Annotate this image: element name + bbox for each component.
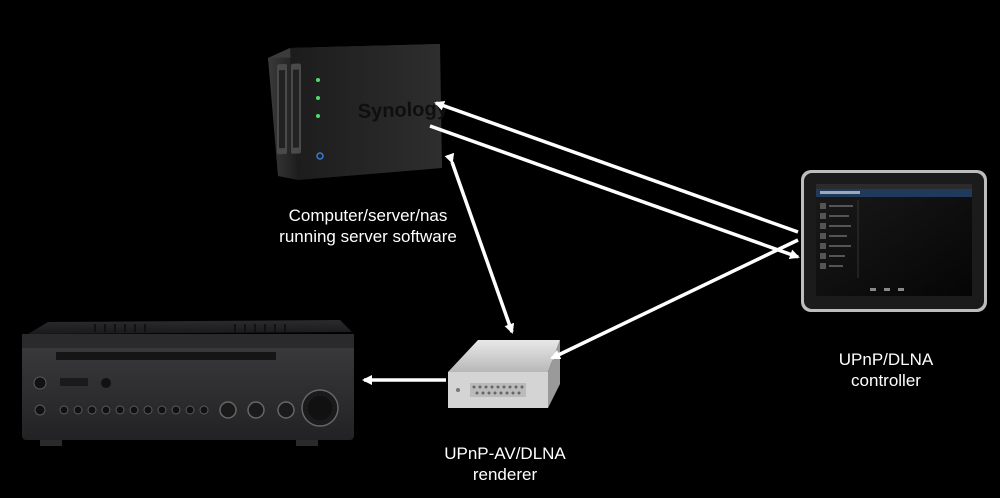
arrow-controller-to-nas (434, 100, 799, 234)
nas-brand-logo: Synology (357, 98, 449, 123)
connection-arrows (362, 100, 800, 385)
server-label-line2: running server software (279, 227, 457, 246)
arrow-nas-renderer (444, 152, 515, 334)
server-label: Computer/server/nas running server softw… (248, 205, 488, 247)
renderer-label: UPnP-AV/DLNA renderer (405, 443, 605, 485)
tablet-controller-icon (801, 170, 987, 312)
controller-label-line2: controller (851, 371, 921, 390)
controller-label: UPnP/DLNA controller (796, 349, 976, 391)
controller-label-line1: UPnP/DLNA (838, 350, 934, 369)
amplifier-icon (22, 320, 354, 446)
renderer-label-line2: renderer (472, 465, 538, 484)
arrow-controller-to-renderer (550, 238, 799, 360)
nas-server-icon: Synology (268, 44, 449, 180)
server-label-line1: Computer/server/nas (288, 206, 448, 225)
renderer-label-line1: UPnP-AV/DLNA (444, 444, 566, 463)
renderer-device-icon (448, 340, 560, 408)
arrow-nas-to-controller (429, 124, 800, 260)
